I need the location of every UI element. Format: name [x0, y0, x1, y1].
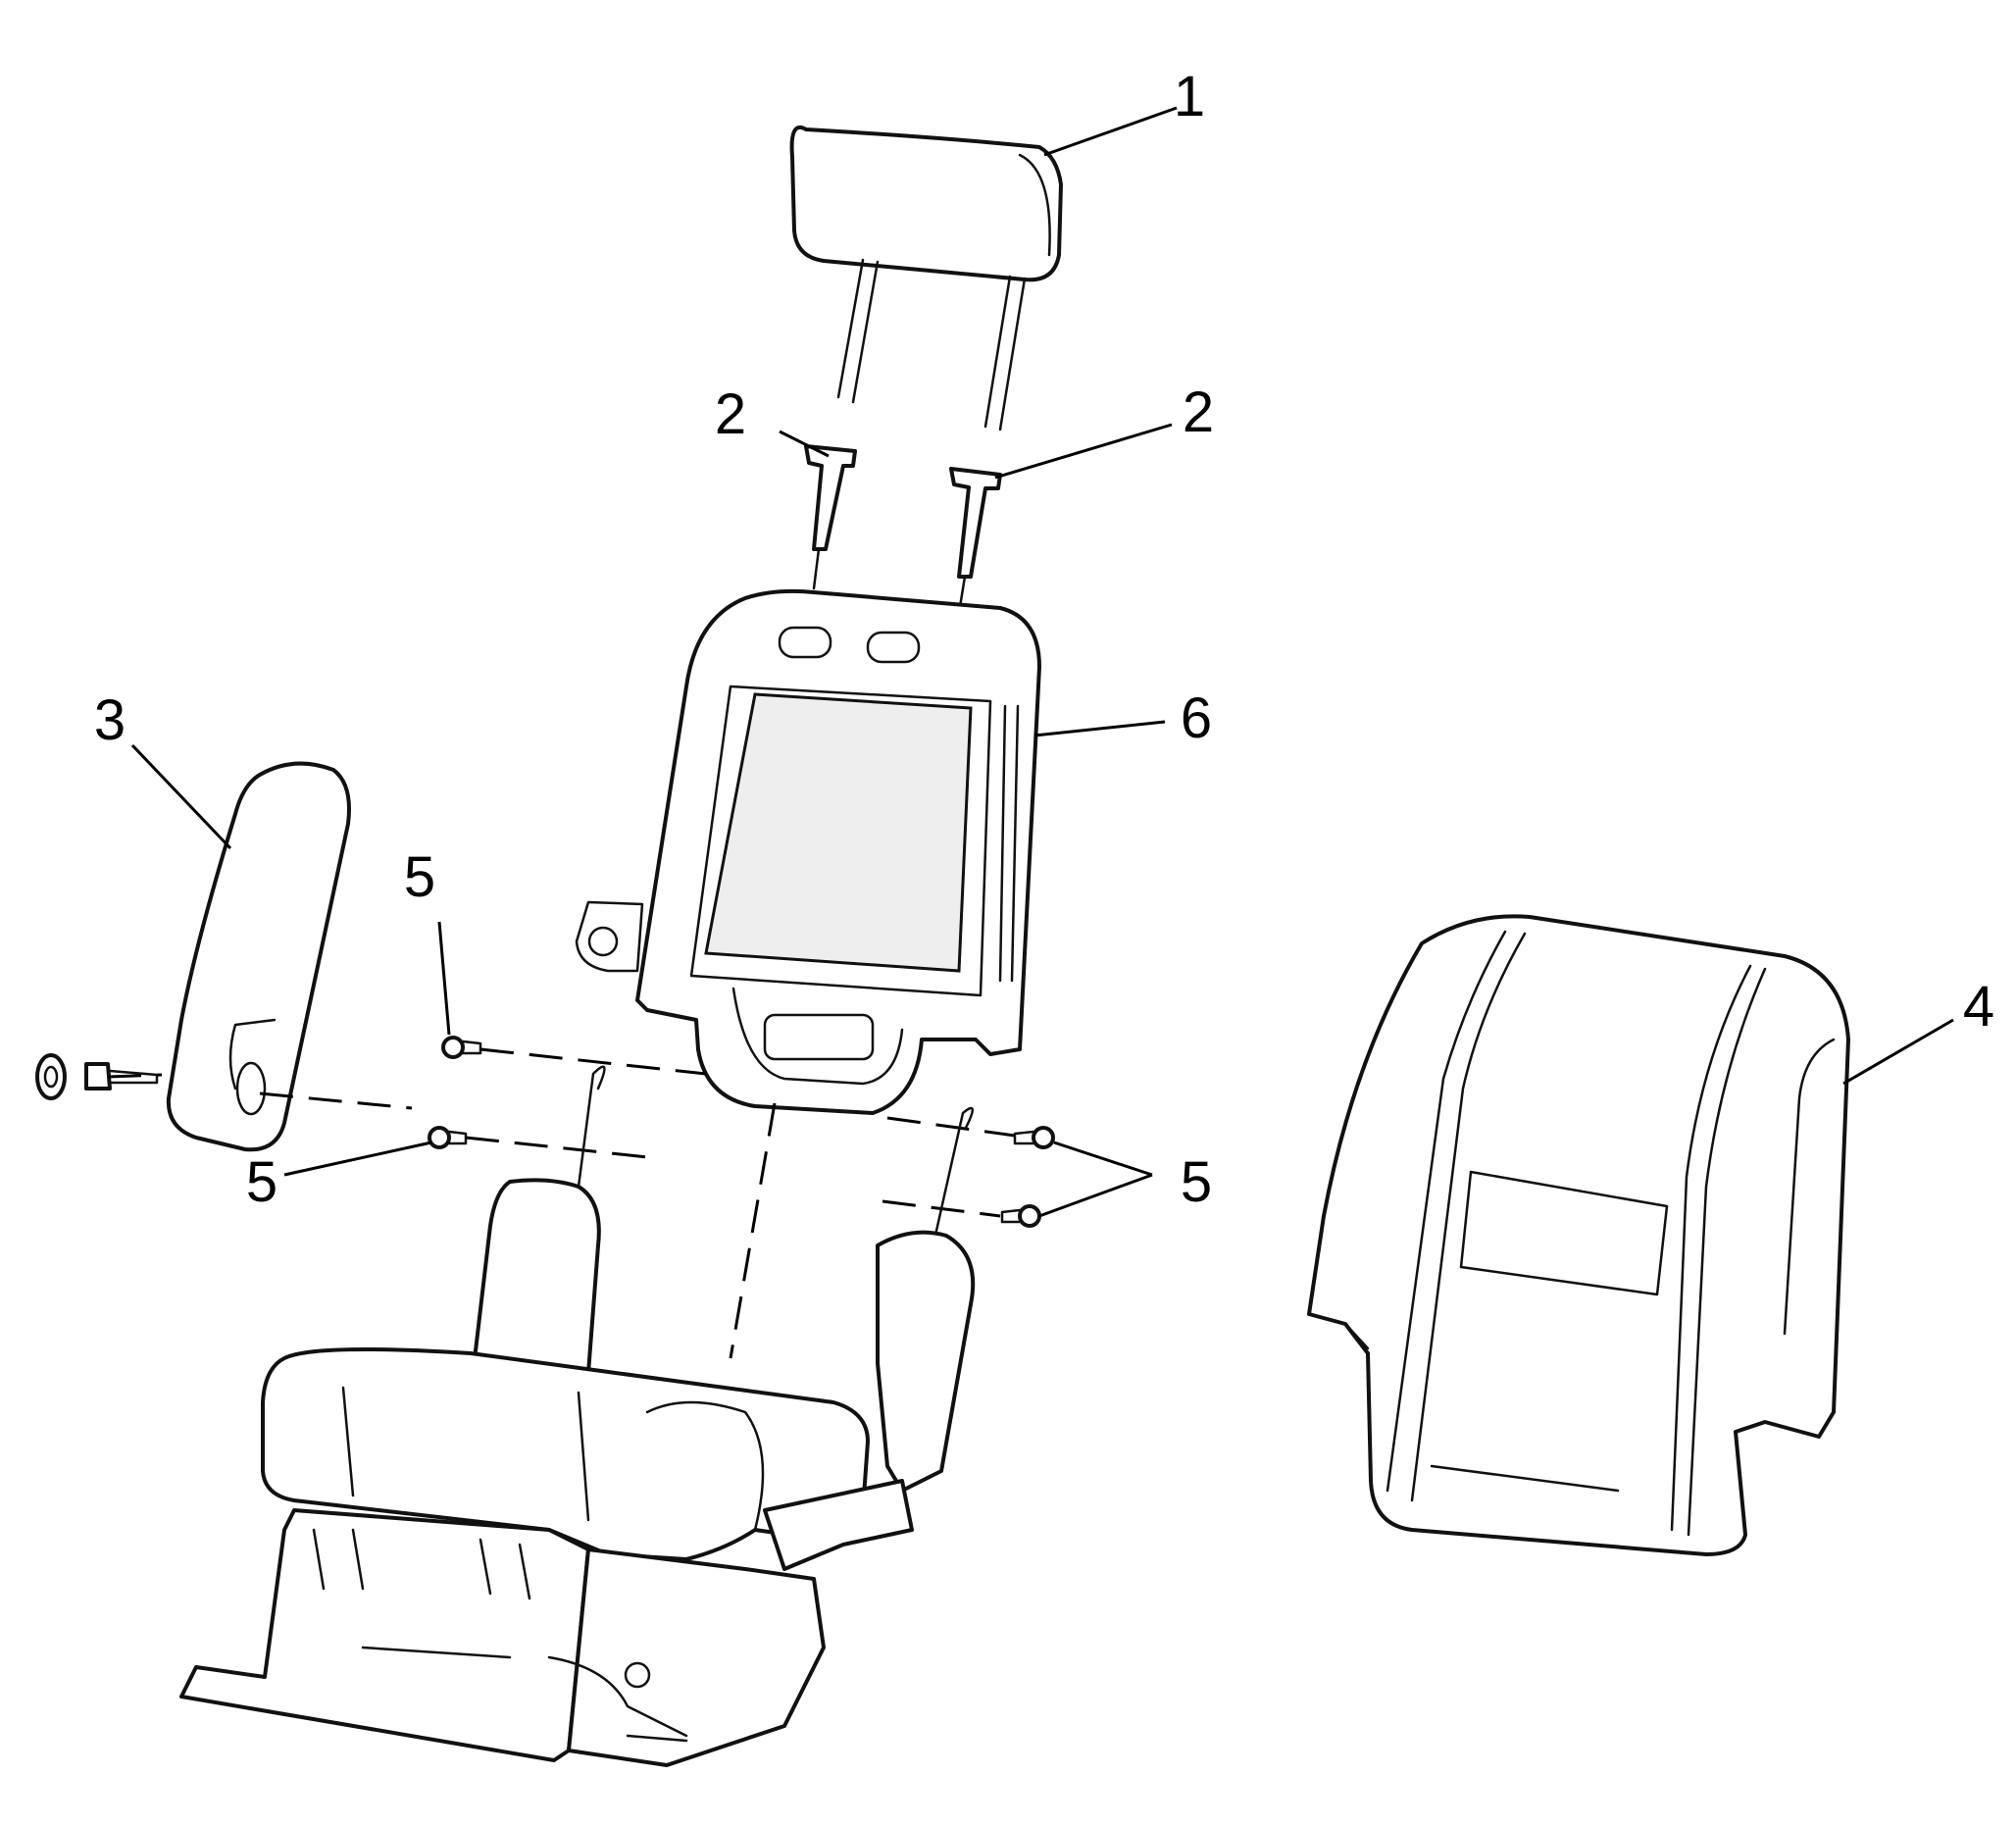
headrest: [789, 126, 1063, 431]
callout-5-upper-left: 5: [404, 845, 435, 909]
bolt-upper-left: [441, 1036, 482, 1059]
headrest-guide-left: [804, 444, 857, 590]
callout-5-lower-left: 5: [246, 1150, 277, 1214]
leader-lines: [130, 106, 1954, 1218]
seatback-frame: [575, 588, 1041, 1115]
callout-2-left: 2: [715, 382, 746, 446]
callout-6: 6: [1181, 686, 1212, 750]
callout-labels: 1 2 2 3 4 5 5 5 6: [94, 65, 1994, 1214]
bolt-right-upper: [1013, 1126, 1055, 1149]
bolt-right-lower: [1000, 1204, 1041, 1228]
callout-3: 3: [94, 688, 126, 752]
callout-1: 1: [1174, 65, 1205, 128]
callout-5-right: 5: [1181, 1150, 1212, 1214]
bolt-lower-left: [428, 1126, 468, 1149]
armrest: [35, 761, 351, 1152]
seat-base: [179, 1178, 976, 1767]
assembly-lines: [107, 1047, 1016, 1359]
seatback-cover: [1307, 914, 1850, 1556]
headrest-guide-right: [949, 467, 1002, 615]
callout-4: 4: [1963, 975, 1994, 1039]
callout-2-right: 2: [1183, 380, 1214, 444]
